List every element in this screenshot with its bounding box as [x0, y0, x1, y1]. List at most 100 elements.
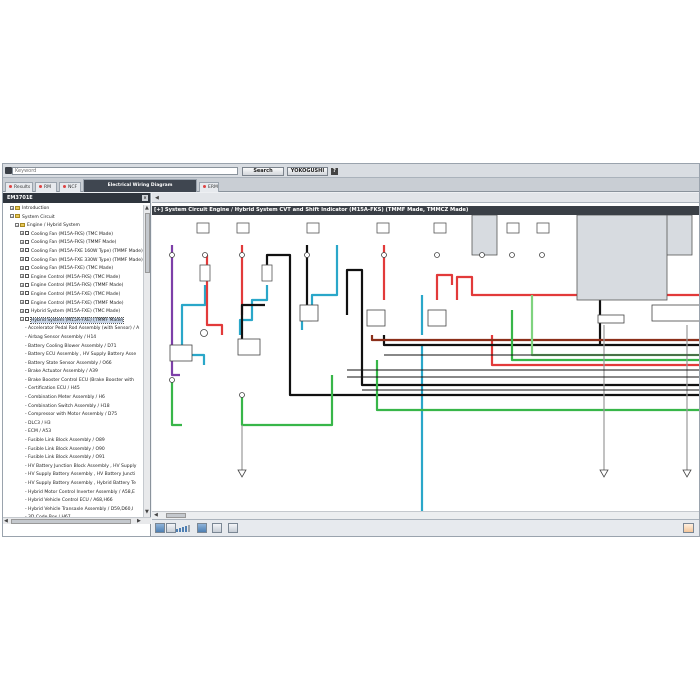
tree-item[interactable]: - DLC3 / H3 [3, 420, 143, 429]
checkbox-icon[interactable] [25, 300, 29, 305]
refresh-icon[interactable] [155, 523, 165, 533]
tree-item[interactable]: - 3D Code Box / H67 [3, 514, 143, 517]
checkbox-icon[interactable] [25, 308, 29, 313]
scroll-thumb[interactable] [166, 513, 186, 518]
tree-item[interactable]: - Airbag Sensor Assembly / H14 [3, 334, 143, 343]
tree-item[interactable]: +Introduction [3, 205, 143, 214]
tree-item[interactable]: - HV Battery Junction Block Assembly , H… [3, 463, 143, 472]
help-button[interactable]: ? [331, 168, 338, 175]
checkbox-icon[interactable] [25, 291, 29, 296]
diagram-horizontal-scrollbar[interactable]: ◀ [152, 511, 699, 519]
checkbox-icon[interactable] [25, 265, 29, 270]
tree-item[interactable]: - HV Supply Battery Assembly , Hybrid Ba… [3, 480, 143, 489]
comment-icon[interactable] [683, 523, 694, 533]
tree-item[interactable]: +Cooling Fan (M15A-FXE 160W Type) (TMMF … [3, 248, 143, 257]
scroll-left-icon[interactable]: ◀ [4, 518, 8, 524]
collapse-icon[interactable]: − [10, 214, 14, 219]
tree-item[interactable]: - Accelerator Pedal Rod Assembly (with S… [3, 325, 143, 334]
tree-item[interactable]: +Engine Control (M15A-FXE) (TMMF Made) [3, 300, 143, 309]
expand-icon[interactable]: + [20, 300, 24, 305]
expand-icon[interactable]: + [20, 239, 24, 244]
tab-ncf[interactable]: NCF [59, 182, 81, 192]
zoom-level-icon[interactable] [176, 524, 192, 532]
tree-item[interactable]: - ECM / A53 [3, 428, 143, 437]
collapse-left-icon[interactable]: ◀ [155, 195, 159, 201]
tab-rm[interactable]: RM [35, 182, 57, 192]
wire-red-1 [205, 255, 224, 335]
search-button[interactable]: Search [242, 167, 284, 176]
tree-horizontal-scrollbar[interactable]: ◀ ▶ [3, 517, 151, 524]
scroll-thumb[interactable] [145, 213, 150, 273]
zoom-out-icon[interactable] [166, 523, 176, 533]
tree-item[interactable]: +Engine Control (M15A-FXE) (TMC Made) [3, 291, 143, 300]
tree-item[interactable]: +Cooling Fan (M15A-FKS) (TMMF Made) [3, 239, 143, 248]
checkbox-icon[interactable] [25, 248, 29, 253]
search-input[interactable] [12, 167, 238, 175]
scroll-left-icon[interactable]: ◀ [154, 512, 158, 518]
navigation-tree: +Introduction−System Circuit−Engine / Hy… [3, 205, 143, 517]
collapse-icon[interactable]: − [15, 222, 19, 227]
tree-item[interactable]: −Engine / Hybrid System [3, 222, 143, 231]
scroll-up-icon[interactable]: ▲ [145, 205, 149, 211]
expand-icon[interactable]: + [20, 274, 24, 279]
expand-icon[interactable]: + [20, 257, 24, 262]
tree-item[interactable]: − System Circuit [3, 214, 143, 223]
tree-item-label: System Circuit [22, 214, 55, 220]
tree-item[interactable]: +Cooling Fan (M15A-FXE 330W Type) (TMMF … [3, 257, 143, 266]
previous-page-icon[interactable] [212, 523, 222, 533]
close-panel-button[interactable]: × [142, 195, 148, 201]
tree-item[interactable]: - Brake Booster Control ECU (Brake Boost… [3, 377, 143, 386]
checkbox-icon[interactable] [25, 317, 29, 322]
tree-item[interactable]: - Fusible Link Block Assembly / O91 [3, 454, 143, 463]
tree-item[interactable]: - Hybrid Motor Control Inverter Assembly… [3, 489, 143, 498]
expand-icon[interactable]: + [20, 308, 24, 313]
tree-item[interactable]: +Engine Control (M15A-FKS) (TMC Made) [3, 274, 143, 283]
tree-item[interactable]: +Cooling Fan (M15A-FKS) (TMC Made) [3, 231, 143, 240]
tree-item[interactable]: +Cooling Fan (M15A-FXE) (TMC Made) [3, 265, 143, 274]
expand-icon[interactable]: + [10, 205, 14, 210]
tree-item[interactable]: - Hybrid Vehicle Control ECU / A68,H66 [3, 497, 143, 506]
checkbox-icon[interactable] [25, 231, 29, 236]
checkbox-icon[interactable] [25, 239, 29, 244]
tree-item[interactable]: - Brake Actuator Assembly / A39 [3, 368, 143, 377]
tree-item[interactable]: - Combination Meter Assembly / H6 [3, 394, 143, 403]
checkbox-icon[interactable] [25, 257, 29, 262]
tab-results[interactable]: Results [5, 182, 33, 192]
expand-icon[interactable]: + [20, 282, 24, 287]
tree-item[interactable]: +Hybrid System (M15A-FXE) (TMC Made) [3, 308, 143, 317]
expand-icon[interactable]: + [20, 248, 24, 253]
wire-cyan-1 [180, 285, 207, 365]
tree-item[interactable]: - Battery State Sensor Assembly / O66 [3, 360, 143, 369]
tree-item[interactable]: - Fusible Link Block Assembly / O89 [3, 437, 143, 446]
collapse-icon[interactable]: − [20, 317, 24, 322]
wire-red-5 [455, 275, 699, 300]
tree-vertical-scrollbar[interactable]: ▲ ▼ [143, 205, 150, 517]
tab-electrical-wiring-diagram[interactable]: Electrical Wiring Diagram [83, 179, 197, 192]
tab-erm[interactable]: ERM [199, 182, 219, 192]
zoom-in-icon[interactable] [197, 523, 207, 533]
tree-item[interactable]: - Battery Cooling Blower Assembly / D71 [3, 343, 143, 352]
tree-item[interactable]: - Battery ECU Assembly , HV Supply Batte… [3, 351, 143, 360]
tree-item[interactable]: - Certification ECU / H45 [3, 385, 143, 394]
tree-item-label: - Certification ECU / H45 [25, 386, 80, 392]
tree-item[interactable]: - Fusible Link Block Assembly / O90 [3, 446, 143, 455]
relay-module [366, 309, 386, 327]
tree-item[interactable]: +Engine Control (M15A-FKS) (TMMF Made) [3, 282, 143, 291]
scroll-thumb[interactable] [11, 519, 131, 524]
expand-icon[interactable]: + [20, 231, 24, 236]
expand-icon[interactable]: + [20, 265, 24, 270]
tree-item[interactable]: - Hybrid Vehicle Transaxle Assembly / D5… [3, 506, 143, 515]
yokogushi-button[interactable]: YOKOGUSHI [287, 167, 328, 176]
checkbox-icon[interactable] [25, 274, 29, 279]
scroll-down-icon[interactable]: ▼ [145, 509, 149, 515]
tree-item[interactable]: - Combination Switch Assembly / H18 [3, 403, 143, 412]
next-page-icon[interactable] [228, 523, 238, 533]
wiring-diagram[interactable] [152, 215, 699, 511]
tree-item[interactable]: - Compressor with Motor Assembly / D75 [3, 411, 143, 420]
scroll-right-icon[interactable]: ▶ [137, 518, 141, 524]
tree-item[interactable]: −Hybrid System (M15A-FXE) (TMMF Made) [3, 316, 143, 326]
checkbox-icon[interactable] [25, 282, 29, 287]
expand-icon[interactable]: + [20, 291, 24, 296]
tree-item-label: - Battery ECU Assembly , HV Supply Batte… [25, 352, 137, 358]
tree-item[interactable]: - HV Supply Battery Assembly , HV Batter… [3, 471, 143, 480]
